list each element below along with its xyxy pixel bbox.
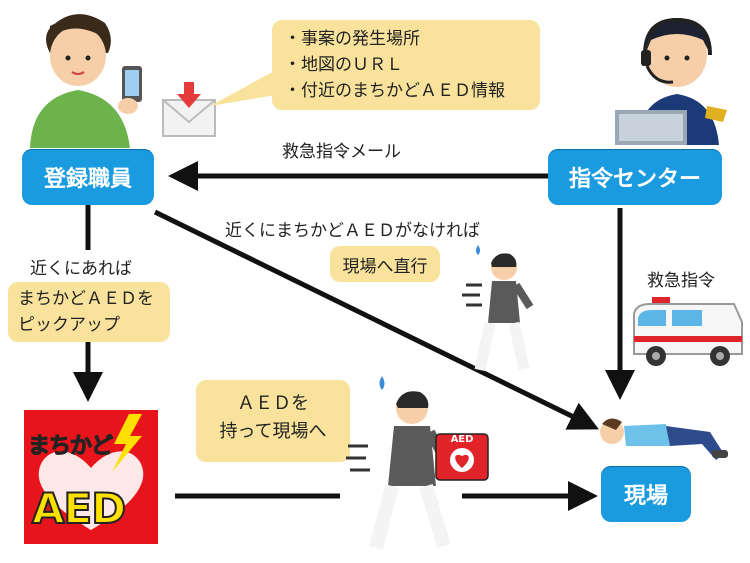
pickup-line2: ピックアップ [18,315,120,335]
carry-aed-label: ＡＥＤを 持って現場へ [196,380,350,462]
staff-person-illustration [30,14,142,148]
ambulance-illustration [633,297,743,366]
person-carrying-aed-illustration [346,376,489,550]
walking-person-illustration [462,245,534,372]
logo-top-text: まちかど [27,434,113,460]
pickup-label: まちかどＡＥＤを ピックアップ [8,282,170,342]
info-box-pointer [210,70,276,106]
arrow-staff-to-scene [153,209,599,430]
info-line-aed-info: ・付近のまちかどＡＥＤ情報 [284,81,505,101]
machikado-aed-logo: まちかど AED [24,410,158,544]
pickup-line1: まちかどＡＥＤを [18,289,154,309]
no-aed-nearby-label: 近くにまちかどＡＥＤがなければ [225,221,480,241]
scene-node: 現場 [601,466,691,522]
center-node: 指令センター [548,149,722,205]
carry-line2: 持って現場へ [219,421,327,442]
info-line-map-url: ・地図のＵＲＬ [284,55,403,75]
incident-info-box: ・事案の発生場所 ・地図のＵＲＬ ・付近のまちかどＡＥＤ情報 [272,20,540,110]
aed-box-label: AED [450,434,474,445]
dispatch-operator-illustration [615,17,727,145]
staff-node: 登録職員 [22,149,154,205]
dispatch-label: 救急指令 [647,271,715,291]
info-line-location: ・事案の発生場所 [284,29,420,49]
email-label: 救急指令メール [282,142,401,162]
carry-line1: ＡＥＤを [237,393,309,414]
logo-background-graphic [38,414,144,530]
if-nearby-label: 近くにあれば [30,259,132,279]
logo-bottom-text: AED [31,483,127,534]
email-envelope-icon [162,82,216,137]
collapsed-person-illustration [600,418,728,460]
go-direct-label: 現場へ直行 [330,246,440,282]
